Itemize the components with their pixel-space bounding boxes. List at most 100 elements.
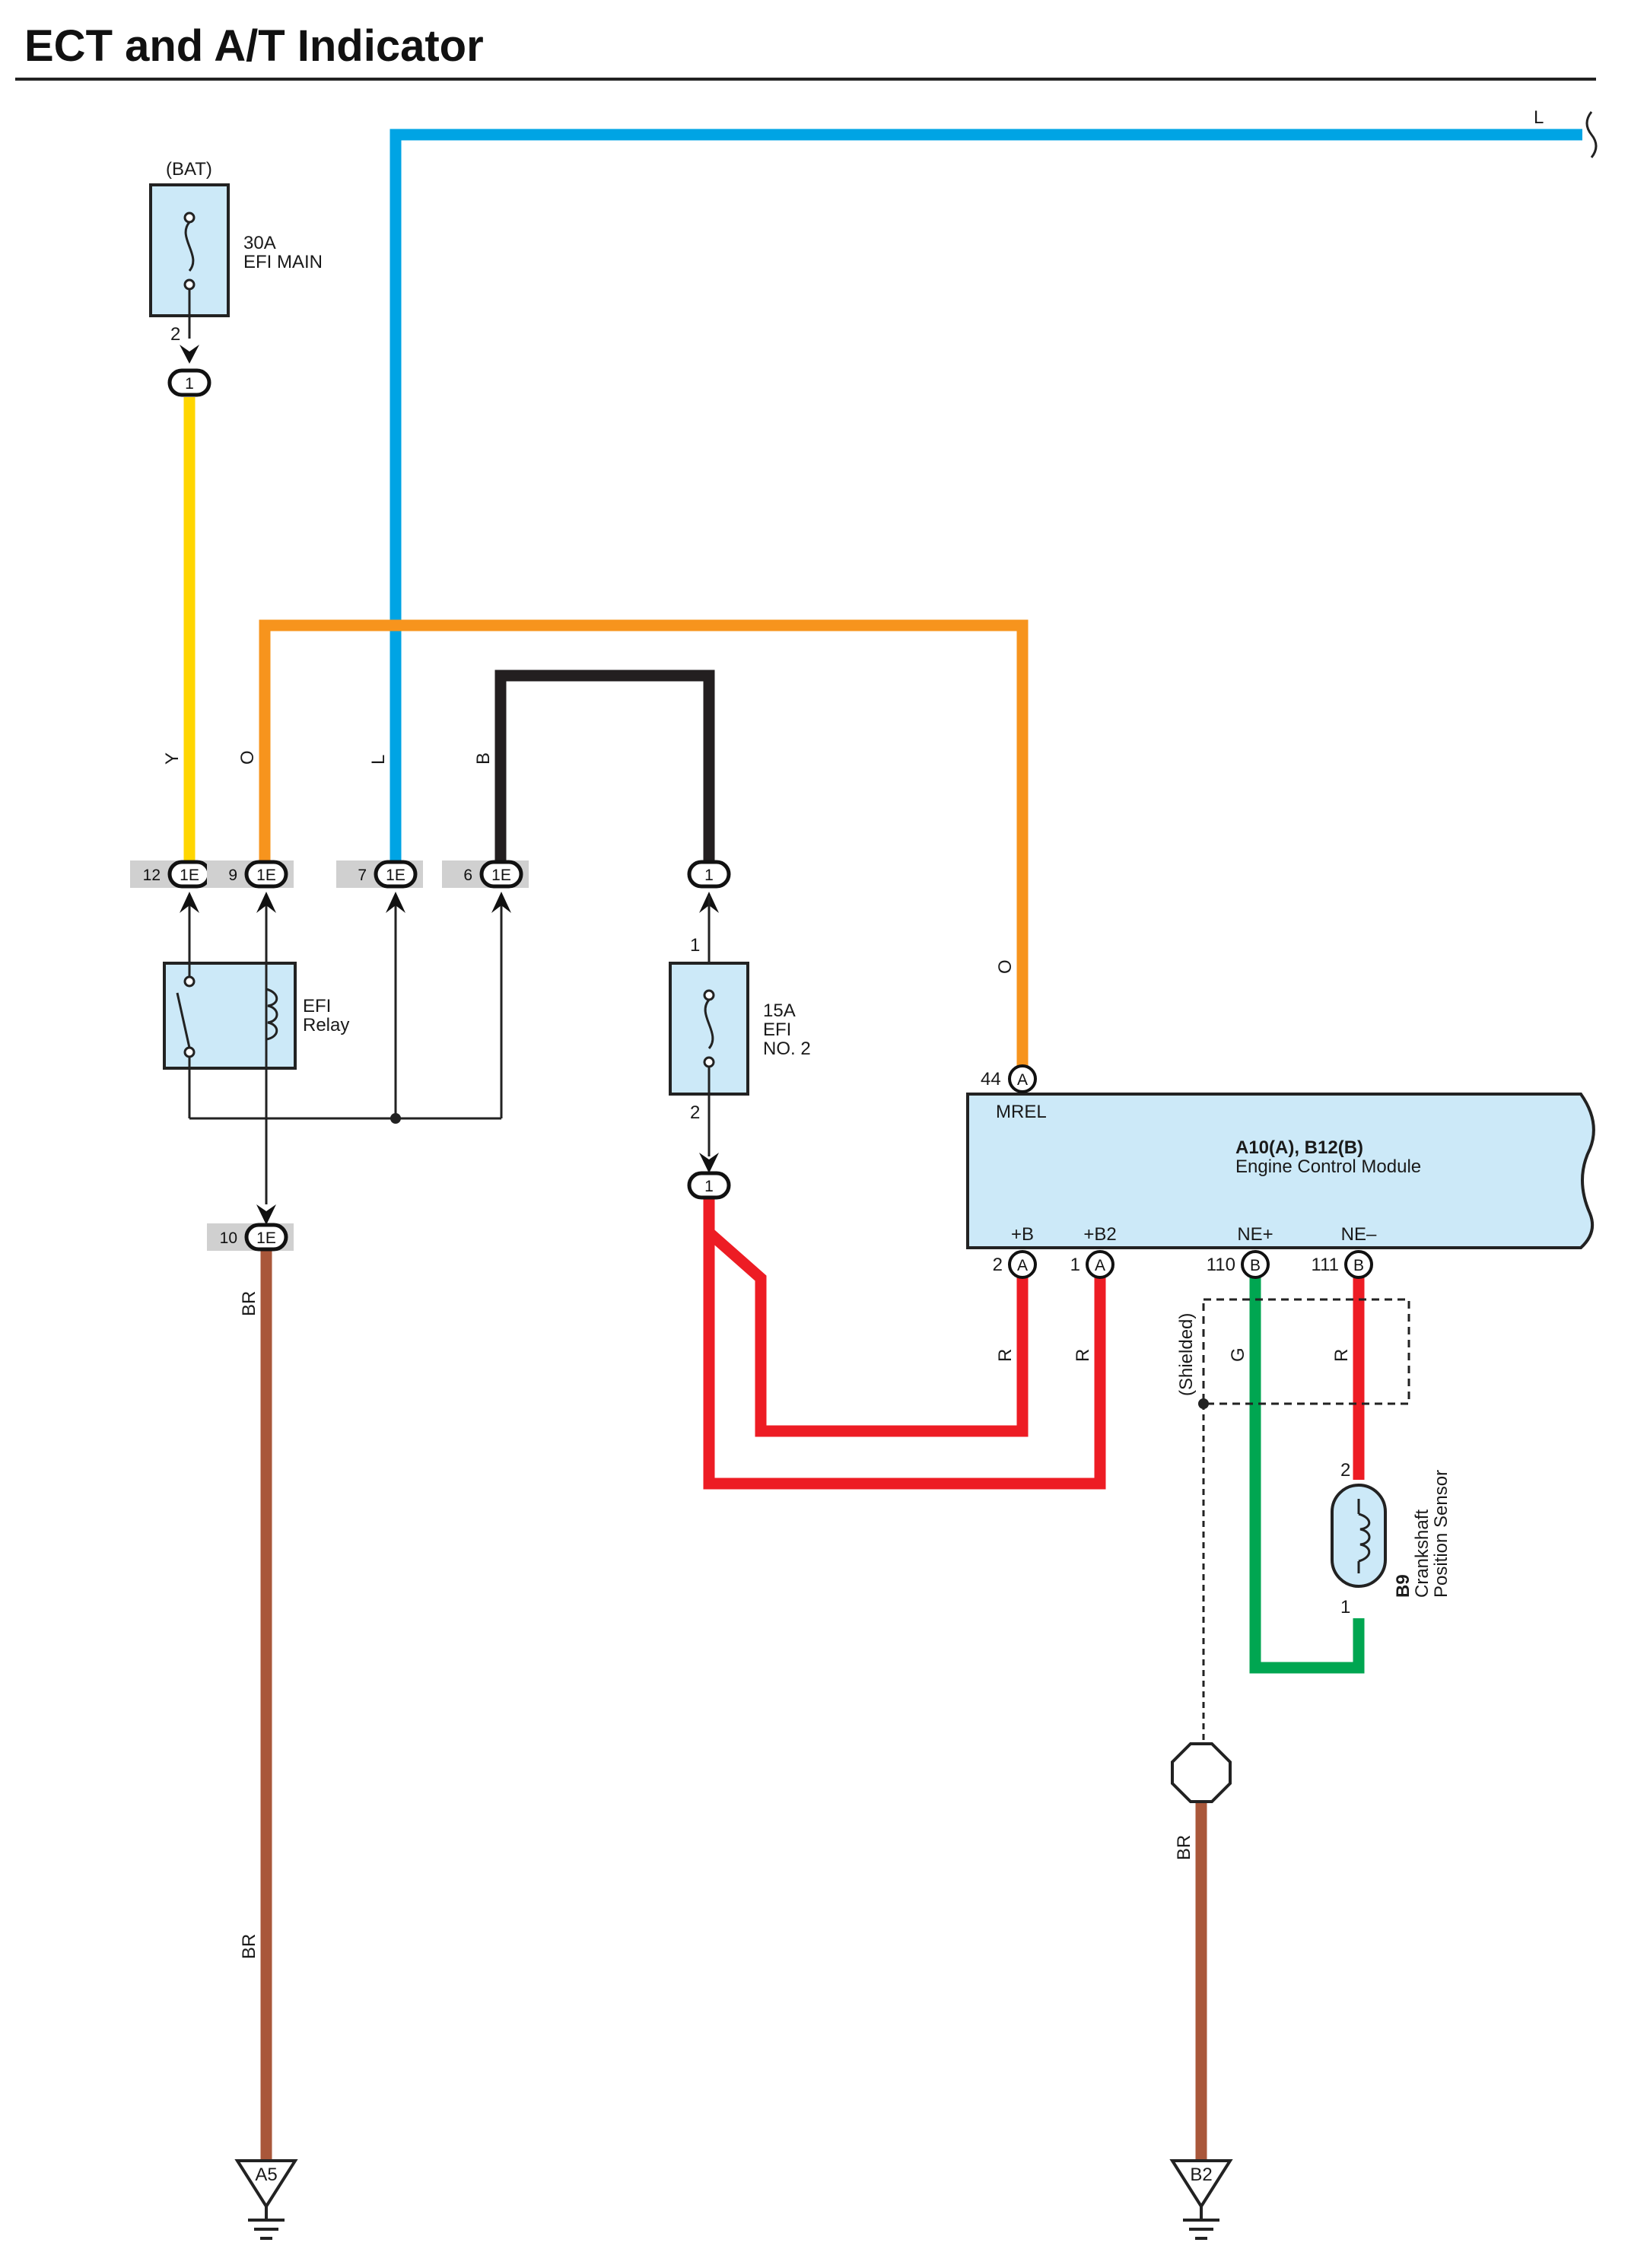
connector-code: 1E	[180, 867, 199, 884]
connector-1e-pin-10: 10 1E	[207, 1223, 294, 1252]
page-title: ECT and A/T Indicator	[24, 21, 484, 71]
connector-pin-number: 6	[463, 867, 472, 884]
fuse-icon	[183, 212, 196, 339]
ecm-pin-conn: A	[1017, 1257, 1028, 1274]
ground-right: B2	[1169, 2159, 1233, 2240]
wire-color-label-g: G	[1228, 1347, 1248, 1362]
connector-pin-number: 10	[220, 1229, 237, 1247]
crank-pin-top: 2	[1340, 1460, 1350, 1481]
crank-pin-bottom: 1	[1340, 1597, 1350, 1618]
efi-main-rating: 30A	[243, 233, 276, 253]
wire-l	[390, 129, 1582, 862]
ecm-code: A10(A), B12(B)	[1235, 1137, 1363, 1158]
engine-control-module: MREL A10(A), B12(B) Engine Control Modul…	[966, 1093, 1595, 1249]
arrow-down-icon	[180, 345, 199, 364]
wire-o	[259, 619, 1029, 1070]
efi-relay: EFI Relay	[163, 962, 349, 1070]
efi-main-fuse: (BAT) 30A EFI MAIN 2	[149, 159, 323, 364]
connector-pin-number: 7	[358, 867, 367, 884]
fuse-icon	[703, 989, 715, 1156]
ecm-mrel-label: MREL	[996, 1102, 1047, 1122]
coil-icon	[266, 988, 278, 1041]
shield-label: (Shielded)	[1176, 1313, 1197, 1396]
ecm-pin-label: NE–	[1341, 1224, 1377, 1245]
connector-pin-number: 9	[228, 867, 237, 884]
efi-no2-rating: 15A	[763, 1000, 796, 1021]
connector-code: 1E	[256, 867, 276, 884]
efi-main-source: (BAT)	[166, 159, 212, 180]
ecm-mrel-conn: A	[1017, 1071, 1028, 1089]
splice-icon	[390, 1113, 401, 1124]
svg-text:1: 1	[704, 867, 714, 884]
ground-right-label: B2	[1190, 2165, 1212, 2185]
efi-no2-bottom-connector: 1	[687, 1171, 731, 1200]
wire-break-icon	[1585, 111, 1598, 158]
connector-1e-row: 12 1E 9 1E 7 1E 6 1E 10 1E	[130, 860, 529, 1252]
wire-b	[494, 670, 715, 862]
efi-relay-line1: EFI	[303, 996, 331, 1016]
crank-code: B9	[1393, 1574, 1413, 1598]
connector-code: 1E	[491, 867, 511, 884]
ground-icon	[248, 2206, 285, 2240]
efi-no2-top-connector: 1	[687, 860, 731, 889]
wire-color-label-o-right: O	[995, 959, 1016, 974]
connector-code: 1E	[256, 1229, 276, 1247]
efi-relay-line2: Relay	[303, 1015, 349, 1035]
ecm-pin-number: 1	[1070, 1255, 1080, 1275]
coil-icon	[1358, 1513, 1371, 1563]
wire-color-label-r-ne: R	[1331, 1349, 1352, 1362]
connector-pin-number: 12	[143, 867, 161, 884]
svg-text:1: 1	[185, 375, 194, 393]
connector-code: 1E	[386, 867, 405, 884]
ground-left: A5	[234, 2159, 298, 2240]
shield: (Shielded)	[1176, 1298, 1410, 1744]
efi-no2-pin-out: 2	[690, 1102, 700, 1123]
efi-no2-line1: EFI	[763, 1019, 791, 1040]
connector-1e-pin-9: 9 1E	[207, 860, 294, 889]
ecm-name: Engine Control Module	[1235, 1156, 1421, 1177]
shield-terminal-icon	[1171, 1742, 1232, 1803]
wire-color-label-br-lower: BR	[239, 1934, 259, 1959]
wire-color-label-l: L	[368, 755, 389, 765]
ecm-pin-111: NE– B 111	[1312, 1224, 1377, 1279]
wire-color-label-l-right: L	[1534, 107, 1544, 128]
ecm-pin-conn: B	[1250, 1257, 1261, 1274]
wire-color-label-o: O	[237, 750, 258, 765]
wire-r-b2	[703, 1193, 1106, 1490]
wire-g	[1249, 1274, 1365, 1674]
connector-arrows	[180, 892, 719, 1225]
ecm-pin-label: +B2	[1083, 1224, 1116, 1245]
ecm-pin-label: +B	[1011, 1224, 1034, 1245]
inline-connector-1: 1	[167, 368, 211, 397]
wire-color-label-br-upper: BR	[239, 1291, 259, 1316]
wire-color-label-r-b2: R	[1073, 1349, 1093, 1362]
crankshaft-position-sensor: 2 1 B9 Crankshaft Position Sensor	[1331, 1460, 1452, 1618]
ground-left-label: A5	[255, 2165, 277, 2185]
connector-1e-pin-12: 12 1E	[130, 860, 217, 889]
ecm-pin-conn: B	[1353, 1257, 1364, 1274]
wire-color-label-br-right: BR	[1174, 1835, 1194, 1860]
efi-no2-pin-in: 1	[690, 935, 700, 956]
wire-color-label-y: Y	[162, 752, 183, 765]
connector-1e-pin-6: 6 1E	[442, 860, 529, 889]
efi-no2-line2: NO. 2	[763, 1039, 811, 1059]
efi-main-name: EFI MAIN	[243, 252, 323, 272]
crank-line1: Crankshaft	[1412, 1509, 1432, 1598]
ecm-pin-number: 111	[1312, 1255, 1339, 1275]
splice-icon	[1198, 1398, 1209, 1409]
crank-line2: Position Sensor	[1431, 1470, 1452, 1598]
ecm-pin-conn: A	[1095, 1257, 1105, 1274]
efi-no2-fuse: 1 15A EFI NO. 2 2	[669, 895, 811, 1156]
wire-color-label-r-b: R	[995, 1349, 1016, 1362]
connector-1e-pin-7: 7 1E	[336, 860, 423, 889]
ecm-pin-number: 2	[993, 1255, 1003, 1275]
svg-text:1: 1	[704, 1178, 714, 1195]
ecm-pin-2: +B A2	[993, 1224, 1037, 1279]
ecm-mrel-pin-number: 44	[981, 1069, 1001, 1089]
ecm-pin-mrel: 44 A	[981, 1064, 1037, 1093]
ground-icon	[1183, 2206, 1219, 2240]
wire-color-label-b: B	[473, 752, 494, 765]
